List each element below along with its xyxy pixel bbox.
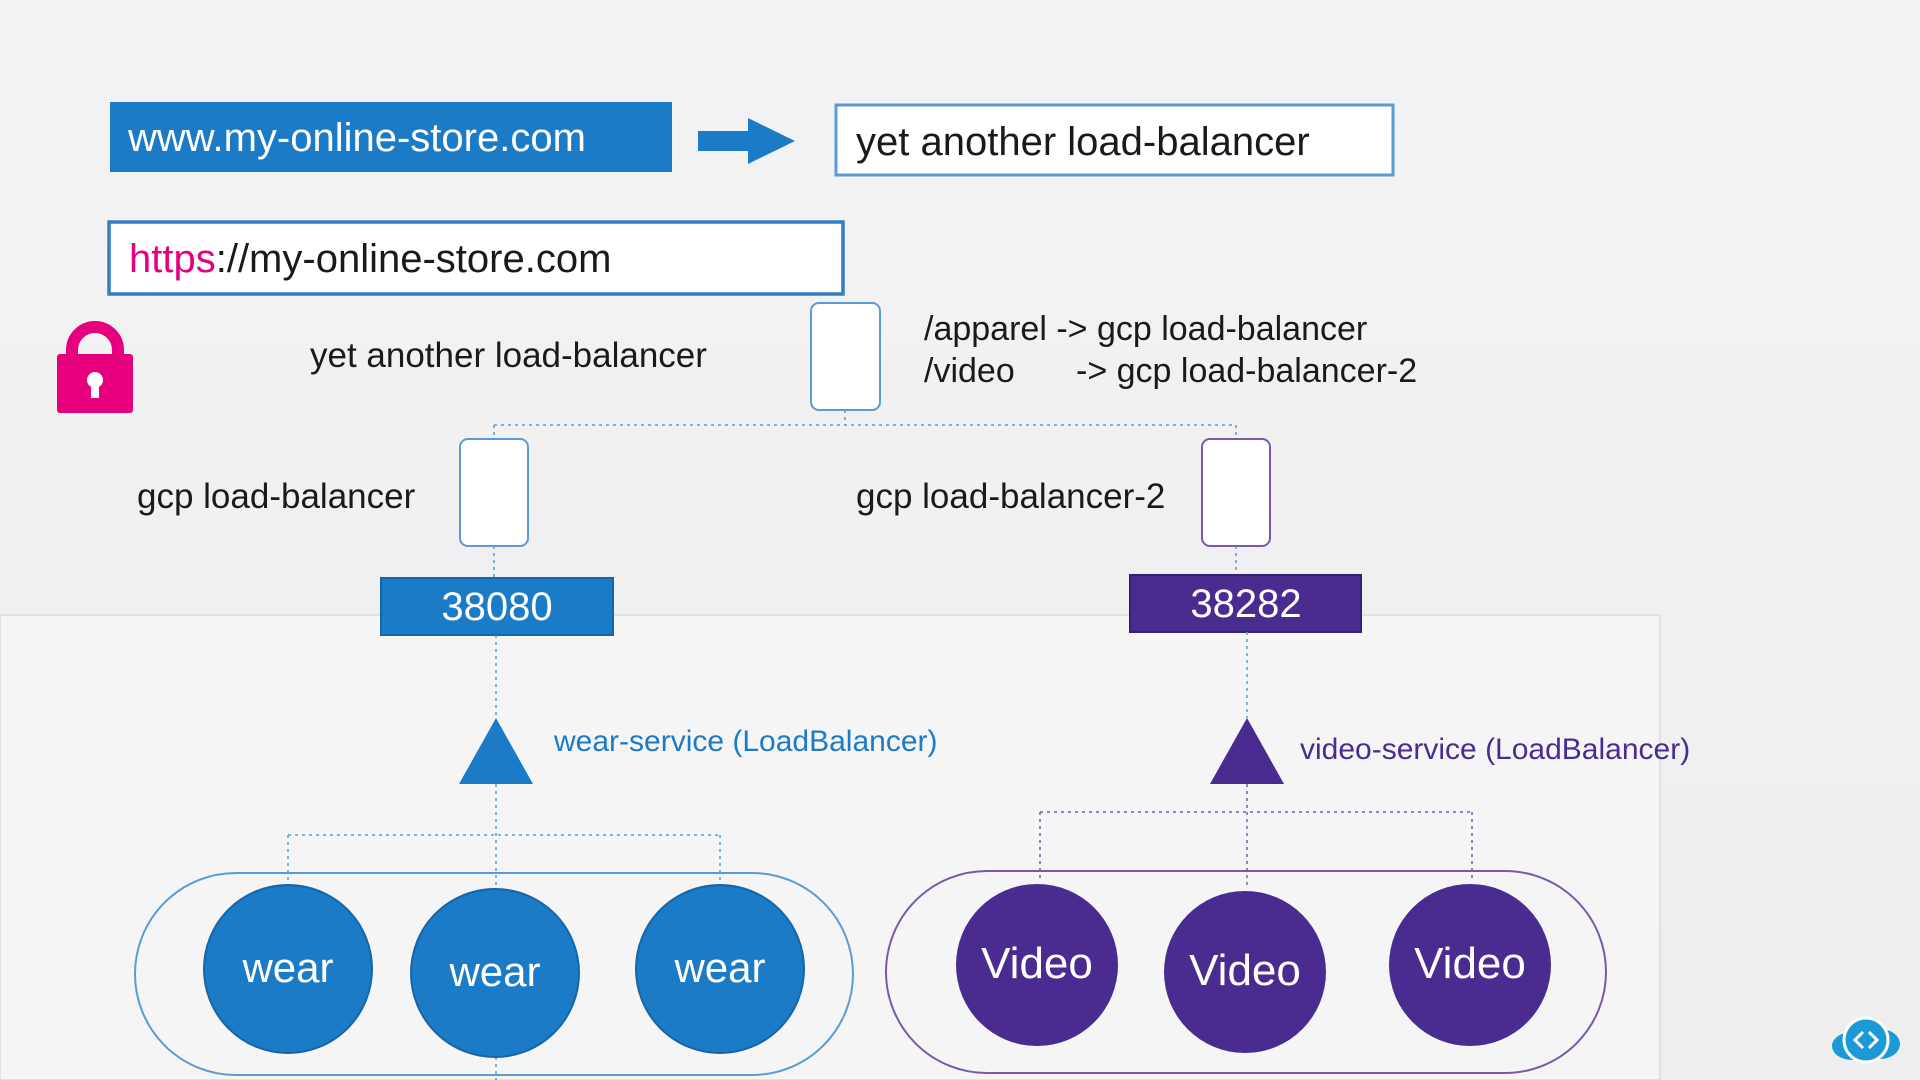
target-lb-box: yet another load-balancer xyxy=(834,103,1395,177)
root-connectors xyxy=(493,410,1237,438)
video-pod: Video xyxy=(1164,891,1326,1053)
wear-service-label: wear-service (LoadBalancer) xyxy=(553,725,938,758)
routing-rule-video-path: /video xyxy=(924,352,1015,390)
wear-pod: wear xyxy=(635,884,805,1054)
url-scheme: https xyxy=(129,237,216,281)
video-pod-group xyxy=(885,870,1607,1074)
wear-service-triangle-icon xyxy=(459,718,533,784)
svg-text:https://my-online-store.com: https://my-online-store.com xyxy=(129,237,611,281)
port-38080-label: 38080 xyxy=(441,585,552,629)
video-pod-label: Video xyxy=(1414,939,1526,988)
video-pod: Video xyxy=(1389,884,1551,1046)
root-lb-label: yet another load-balancer xyxy=(310,336,707,375)
port-38282-label: 38282 xyxy=(1190,582,1301,626)
port-38080-box: 38080 xyxy=(380,577,614,636)
root-lb-node xyxy=(810,302,881,411)
arrow-right-icon xyxy=(698,118,795,164)
video-pod: Video xyxy=(956,884,1118,1046)
domain-banner-label: www.my-online-store.com xyxy=(127,116,586,160)
gcp-lb-2-node xyxy=(1201,438,1271,547)
domain-banner: www.my-online-store.com xyxy=(110,102,672,172)
video-pod-label: Video xyxy=(981,939,1093,988)
cloud-code-logo-icon xyxy=(1832,1016,1900,1064)
port-38282-box: 38282 xyxy=(1129,574,1362,633)
gcp-lb-label: gcp load-balancer xyxy=(137,477,416,516)
gcp-lb-2-label: gcp load-balancer-2 xyxy=(856,477,1165,516)
url-bar[interactable]: https://my-online-store.com xyxy=(107,220,845,296)
target-lb-label: yet another load-balancer xyxy=(856,120,1310,164)
lock-icon xyxy=(57,321,133,413)
video-pod-label: Video xyxy=(1189,946,1301,995)
wear-pod: wear xyxy=(203,884,373,1054)
gcp-lb-node xyxy=(459,438,529,547)
video-service-label: video-service (LoadBalancer) xyxy=(1300,733,1690,766)
wear-pod-label: wear xyxy=(241,944,333,991)
url-rest: ://my-online-store.com xyxy=(216,237,612,281)
routing-rule-apparel: /apparel -> gcp load-balancer xyxy=(924,310,1367,348)
wear-pod-label: wear xyxy=(448,948,540,995)
wear-pod: wear xyxy=(410,888,580,1058)
wear-pod-label: wear xyxy=(673,944,765,991)
video-service-triangle-icon xyxy=(1210,718,1284,784)
wear-pod-group xyxy=(134,872,854,1076)
video-service-connectors xyxy=(1039,784,1473,885)
routing-rule-video-target: -> gcp load-balancer-2 xyxy=(1076,352,1417,390)
